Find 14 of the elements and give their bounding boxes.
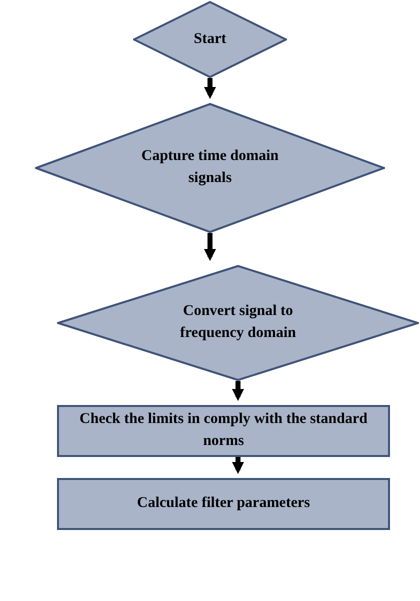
process-box <box>57 478 390 530</box>
node-label: Start <box>194 30 226 49</box>
node-label: Check the limits in comply with the standard norms <box>78 410 368 451</box>
decision-diamond <box>35 103 385 233</box>
arrow <box>204 233 216 261</box>
node-label: Convert signal to frequency domain <box>179 302 297 343</box>
arrow <box>232 381 244 401</box>
decision-diamond <box>57 265 419 381</box>
node-label: Capture time domain signals <box>140 147 280 188</box>
arrow <box>232 457 244 474</box>
process-box <box>57 405 390 457</box>
arrow <box>204 78 216 99</box>
node-label: Calculate filter parameters <box>137 494 310 514</box>
decision-diamond <box>133 1 287 78</box>
